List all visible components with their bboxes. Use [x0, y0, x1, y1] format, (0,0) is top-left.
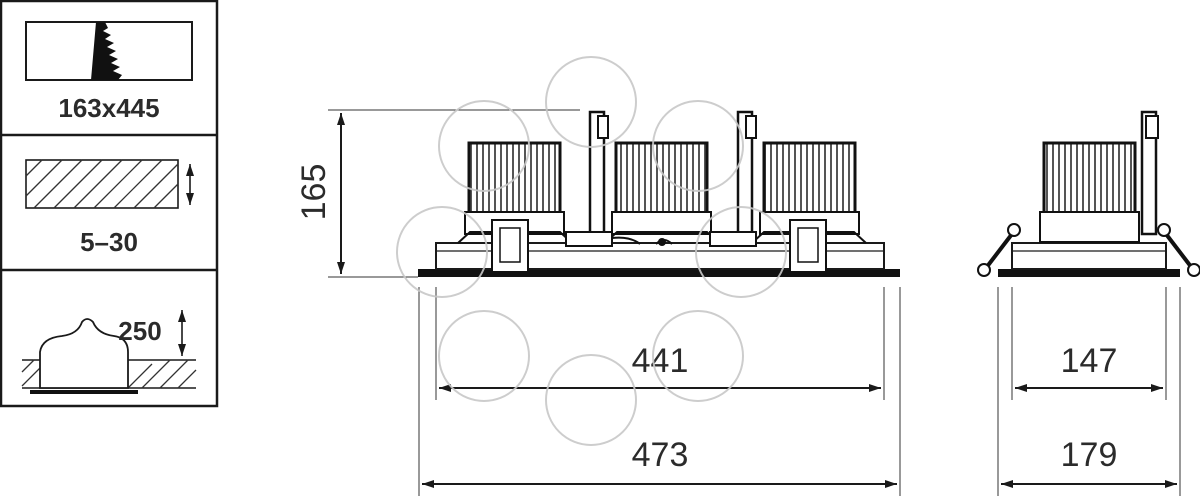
- side-trim: [998, 269, 1180, 277]
- front-inner-width-label: 441: [632, 342, 689, 380]
- side-springs: [977, 223, 1200, 277]
- connector-block: [491, 219, 529, 273]
- panels-frame: [0, 0, 219, 408]
- info-panels: 163x445 5–30: [0, 0, 219, 408]
- front-trim: [418, 269, 900, 277]
- side-housing: [1011, 242, 1167, 270]
- side-spring-clip: [1140, 110, 1159, 236]
- side-view: [977, 110, 1200, 277]
- cutout-icon: [25, 21, 193, 81]
- spring-clip: [588, 110, 609, 236]
- installation-height-label: 250: [118, 316, 161, 346]
- side-outer-width-label: 179: [1061, 436, 1118, 474]
- driver-box: [565, 231, 757, 247]
- side-inner-width-label: 147: [1061, 342, 1118, 380]
- spring-clip: [736, 110, 757, 236]
- height-dimension: [328, 109, 580, 278]
- height-dimension-label: 165: [295, 164, 333, 221]
- side-width-dimensions: [997, 287, 1181, 496]
- front-view: [418, 110, 900, 277]
- ceiling-thickness-icon: [25, 159, 194, 209]
- installation-height-icon: [21, 310, 197, 394]
- watermark-flower: [396, 56, 787, 446]
- cutout-label: 163x445: [58, 93, 159, 123]
- led-module: [604, 141, 720, 244]
- front-width-dimensions: [418, 287, 901, 496]
- connector-block: [789, 219, 827, 273]
- side-led-module: [1042, 141, 1137, 215]
- front-outer-width-label: 473: [632, 436, 689, 474]
- ceiling-thickness-label: 5–30: [80, 227, 138, 257]
